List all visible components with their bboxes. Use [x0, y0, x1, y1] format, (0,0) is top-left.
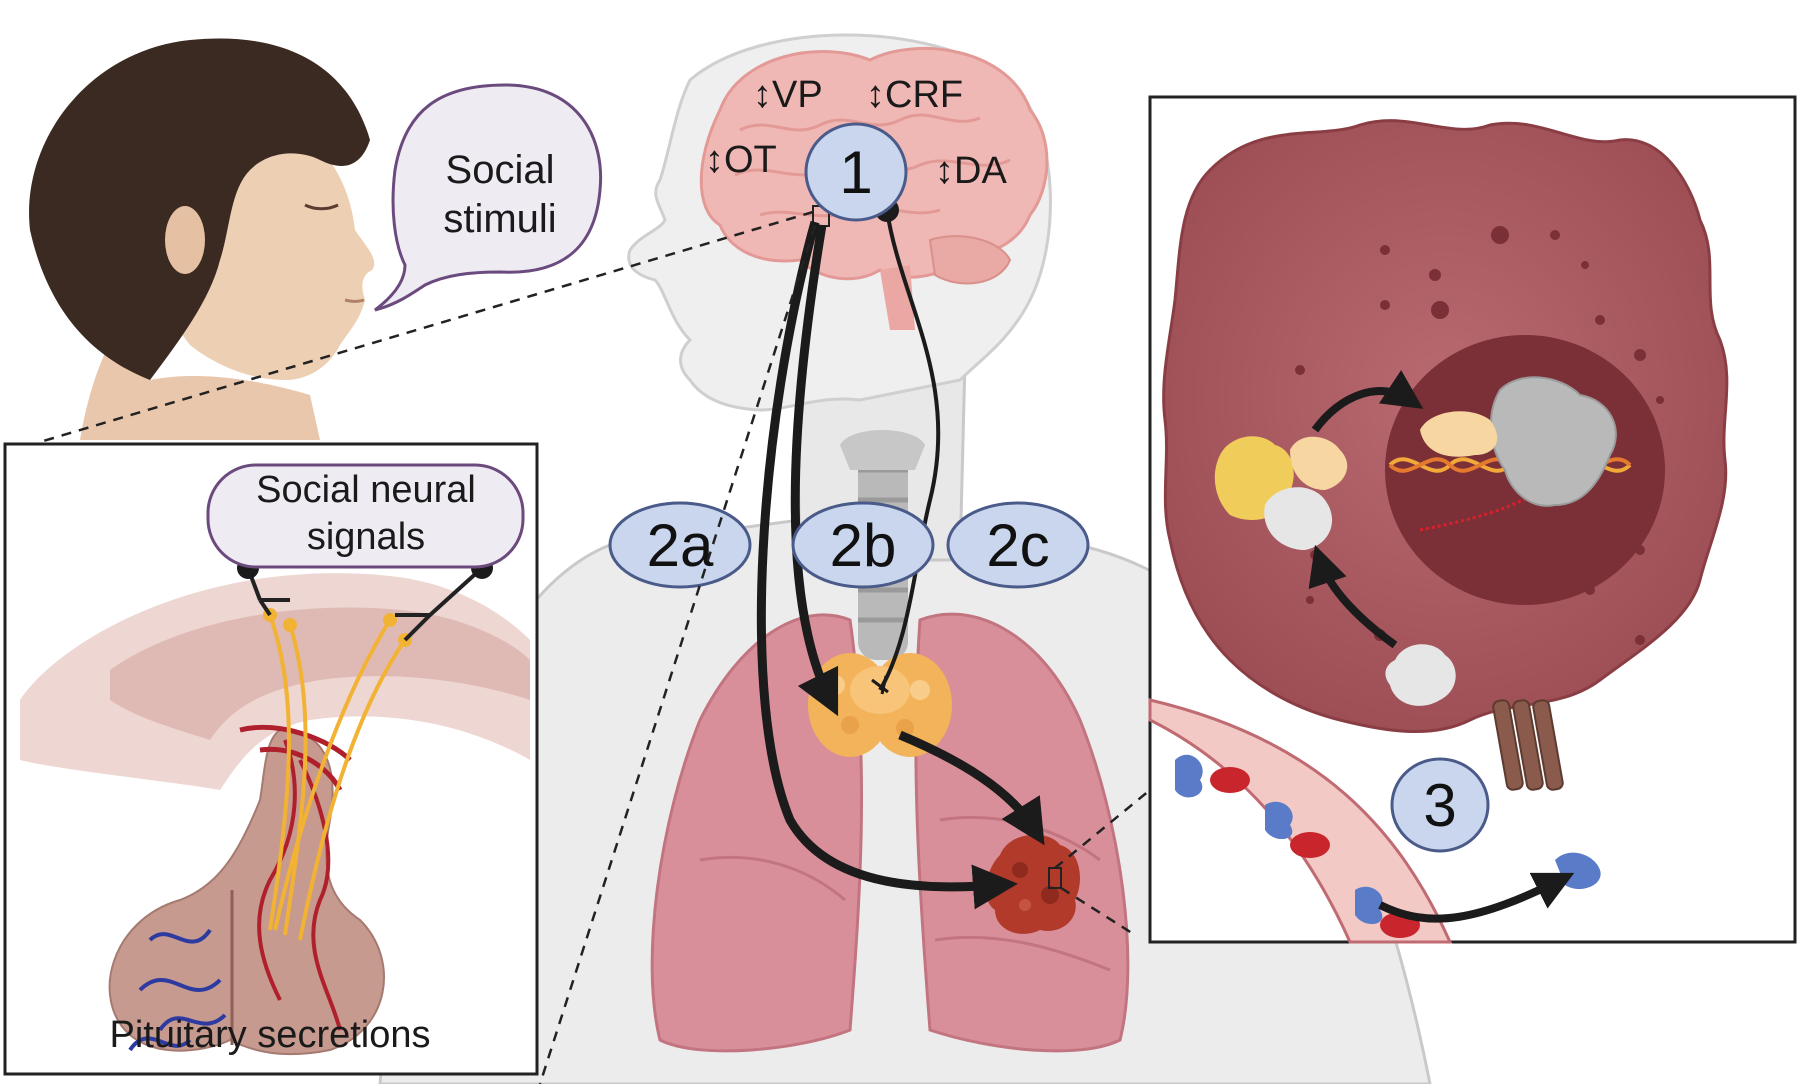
vp-label: ↕VP [753, 74, 823, 116]
pituitary-caption: Pituitary secretions [109, 1014, 430, 1056]
badge-2b: 2b [791, 501, 935, 589]
neural-signals-line2: signals [307, 516, 425, 558]
da-label: ↕DA [935, 150, 1007, 192]
svg-text:2b: 2b [830, 512, 897, 579]
pathway-2a [756, 220, 1018, 910]
thyroid-to-tumor [898, 730, 1045, 846]
speech-bubble-line1: Social [446, 148, 555, 192]
svg-text:2c: 2c [986, 512, 1049, 579]
step-badges: 1 2a 2b 2c [608, 122, 1090, 589]
signal-pathways [756, 209, 1045, 910]
pituitary-inset: Social neural signals Pituitary secretio… [3, 442, 539, 1076]
badge-3: 3 [1390, 757, 1490, 853]
thyroid-gland [808, 653, 952, 757]
left-lung [650, 613, 864, 1053]
cell-inset: 3 [1148, 95, 1797, 944]
neural-signals-line1: Social neural [256, 469, 476, 511]
pathway-2b [790, 224, 839, 717]
neuropeptide-labels: ↕VP ↕CRF ↕OT ↕DA [705, 74, 1007, 192]
speech-bubble: Social stimuli [374, 83, 603, 312]
person-profile [29, 38, 375, 440]
badge-2c: 2c [946, 501, 1090, 589]
svg-text:1: 1 [839, 139, 872, 206]
pathway-2c [878, 209, 941, 692]
ot-label: ↕OT [705, 139, 777, 181]
svg-text:3: 3 [1423, 772, 1456, 839]
speech-bubble-line2: stimuli [443, 197, 556, 241]
crf-label: ↕CRF [866, 74, 963, 116]
badge-1: 1 [804, 122, 908, 222]
badge-2a: 2a [608, 501, 752, 589]
neural-signals-bubble [206, 463, 525, 569]
svg-text:2a: 2a [647, 512, 714, 579]
